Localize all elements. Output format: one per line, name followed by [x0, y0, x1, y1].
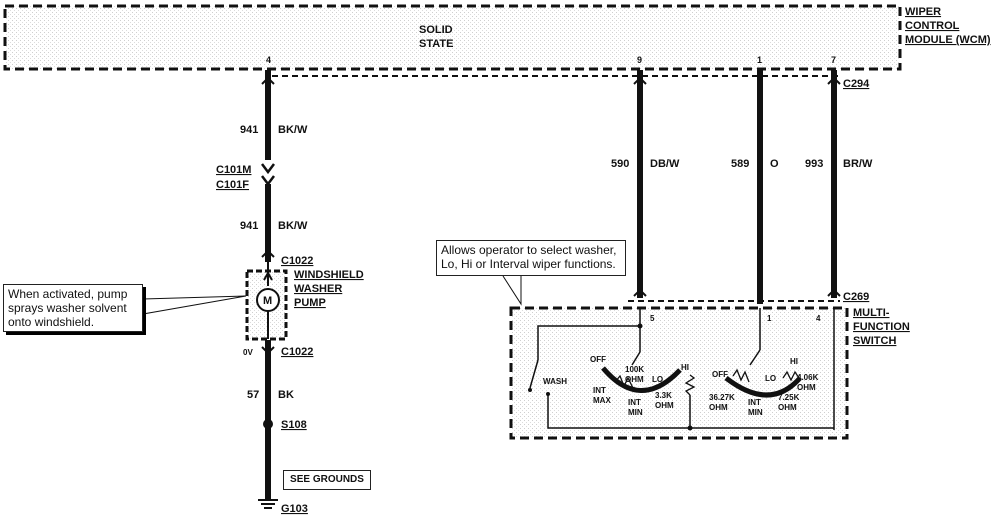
module-center-label-1: SOLID — [419, 24, 453, 36]
wire-57-color: BK — [278, 389, 294, 401]
wire-941-circuit: 941 — [240, 124, 258, 136]
pump-name-3: PUMP — [294, 297, 326, 309]
left-r2-value: 3.3K — [655, 391, 672, 400]
pump-name-2: WASHER — [294, 283, 342, 295]
ground-g103-label: G103 — [281, 503, 308, 515]
right-selector-arc — [724, 376, 802, 398]
right-r2-unit: OHM — [709, 403, 728, 412]
connector-c294-label: C294 — [843, 78, 870, 90]
switch-callout-line-2: Lo, Hi or Interval wiper functions. — [441, 257, 616, 271]
left-int-max-1: INT — [593, 386, 606, 395]
left-int-max-2: MAX — [593, 396, 611, 405]
left-int-min-1: INT — [628, 398, 641, 407]
connector-c101f-label: C101F — [216, 179, 249, 191]
right-off: OFF — [712, 370, 728, 379]
wire-590: 590 DB/W — [611, 70, 680, 298]
module-center-label-2: STATE — [419, 38, 453, 50]
left-r1-value: 100K — [625, 365, 644, 374]
switch-pin-5: 5 — [650, 314, 655, 323]
pump-callout-line-2: sprays washer solvent — [8, 301, 127, 315]
wire-941-lower-circuit: 941 — [240, 220, 258, 232]
left-r1-unit: OHM — [625, 375, 644, 384]
wire-589-circuit: 589 — [731, 158, 749, 170]
pump-name-1: WINDSHIELD — [294, 269, 364, 281]
switch-pin-4: 4 — [816, 314, 821, 323]
left-r2-unit: OHM — [655, 401, 674, 410]
wire-993-circuit: 993 — [805, 158, 823, 170]
see-grounds-reference: SEE GROUNDS — [283, 470, 371, 490]
right-r3-unit: OHM — [778, 403, 797, 412]
washer-pump: M WINDSHIELD WASHER PUMP — [245, 262, 364, 341]
module-title-1: WIPER — [905, 6, 941, 18]
module-pin-1: 1 — [757, 55, 762, 65]
left-hi: HI — [681, 363, 689, 372]
pump-callout-pointer — [142, 295, 247, 315]
wash-label: WASH — [543, 377, 567, 386]
wire-993: 993 BR/W — [805, 70, 873, 298]
wire-589-color: O — [770, 158, 779, 170]
wire-941-upper: 941 BK/W — [240, 70, 308, 160]
splice-s108-dot — [263, 419, 273, 429]
pump-callout-line-3: onto windshield. — [8, 315, 95, 329]
wash-switch-contact — [529, 359, 539, 389]
wire-590-color: DB/W — [650, 158, 680, 170]
connector-c1022-top: C1022 — [281, 255, 313, 267]
module-pin-7: 7 — [831, 55, 836, 65]
wire-993-color: BR/W — [843, 158, 873, 170]
wire-941-color: BK/W — [278, 124, 308, 136]
pump-callout-line-1: When activated, pump — [8, 287, 128, 301]
wire-941-lower: 941 BK/W — [240, 184, 308, 262]
motor-symbol: M — [263, 295, 272, 307]
right-lo: LO — [765, 374, 776, 383]
module-pin-4: 4 — [266, 55, 271, 65]
switch-name-3: SWITCH — [853, 335, 896, 347]
right-r1-value: 4.06K — [797, 373, 819, 382]
switch-pin-1: 1 — [767, 314, 772, 323]
switch-callout: Allows operator to select washer, Lo, Hi… — [436, 240, 626, 276]
switch-name-2: FUNCTION — [853, 321, 910, 333]
switch-callout-line-1: Allows operator to select washer, — [441, 243, 617, 257]
left-off: OFF — [590, 355, 606, 364]
right-int-min-1: INT — [748, 398, 761, 407]
switch-name-1: MULTI- — [853, 307, 890, 319]
wire-589: 589 O — [731, 70, 779, 304]
connector-c101m-label: C101M — [216, 164, 251, 176]
wire-57: 0V C1022 57 BK S108 G103 — [243, 340, 313, 515]
wire-57-circuit: 57 — [247, 389, 259, 401]
splice-s108-label: S108 — [281, 419, 307, 431]
switch-callout-pointer — [502, 275, 522, 306]
right-r3-value: 7.25K — [778, 393, 800, 402]
module-title-2: CONTROL — [905, 20, 960, 32]
left-int-min-2: MIN — [628, 408, 643, 417]
right-int-min-2: MIN — [748, 408, 763, 417]
right-hi: HI — [790, 357, 798, 366]
module-pin-9: 9 — [637, 55, 642, 65]
wiper-control-module: SOLID STATE WIPER CONTROL MODULE (WCM) 4… — [3, 4, 991, 71]
multi-function-switch: MULTI- FUNCTION SWITCH 5 1 4 WASH OFF 10… — [509, 306, 910, 440]
right-r2-value: 36.27K — [709, 393, 735, 402]
pump-voltage: 0V — [243, 348, 253, 357]
connector-c1022-bottom: C1022 — [281, 346, 313, 358]
module-title-3: MODULE (WCM) — [905, 34, 991, 46]
left-selector-arc — [601, 366, 682, 393]
wire-590-circuit: 590 — [611, 158, 629, 170]
wire-941-lower-color: BK/W — [278, 220, 308, 232]
right-r1-unit: OHM — [797, 383, 816, 392]
pump-callout: When activated, pump sprays washer solve… — [3, 284, 143, 332]
connector-c269-label: C269 — [843, 291, 869, 303]
left-lo: LO — [652, 375, 663, 384]
connector-c101: C101M C101F — [216, 163, 275, 191]
